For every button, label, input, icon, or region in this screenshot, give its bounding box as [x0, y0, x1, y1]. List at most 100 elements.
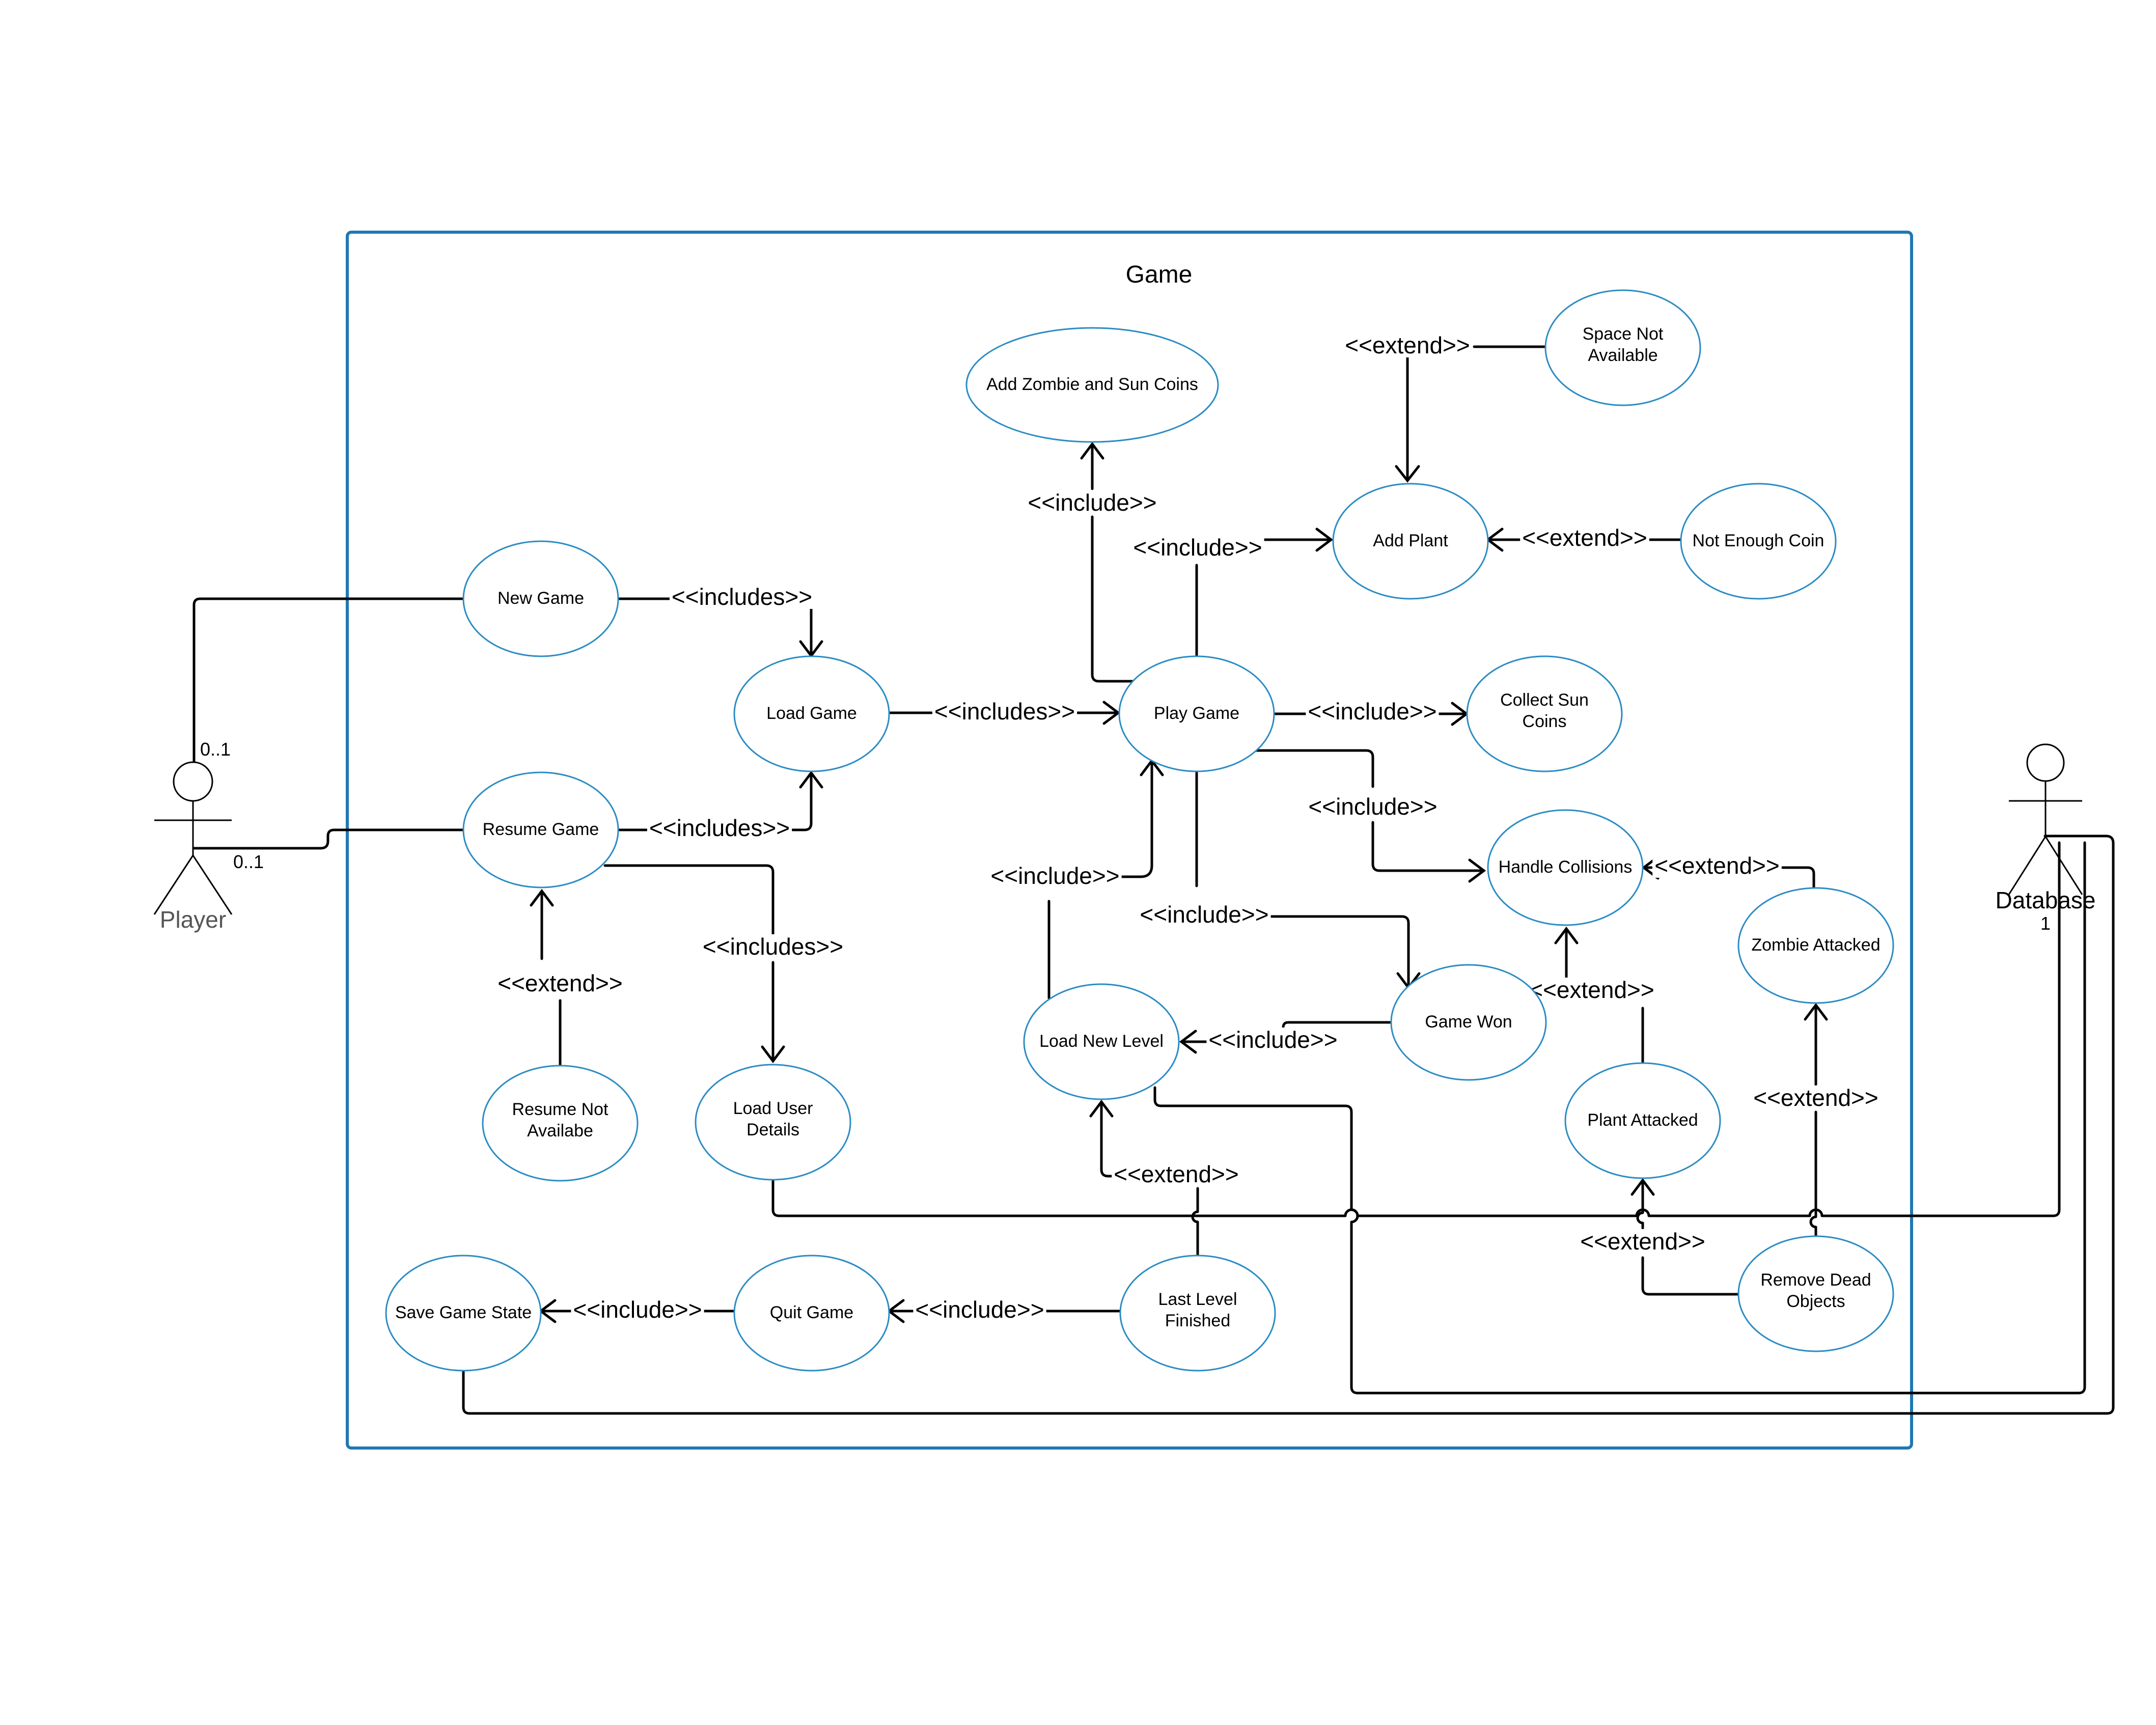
database-multiplicity: 1: [2040, 913, 2051, 934]
label-background: [571, 1297, 704, 1322]
boundary-title: Game: [1126, 261, 1193, 288]
label-include-add-plant: <<include>>: [1133, 534, 1262, 561]
use-case-not-enough-coin[interactable]: Not Enough Coin: [1680, 483, 1837, 600]
edge-play-collisions: [1254, 749, 1483, 872]
player-multiplicity-top: 0..1: [200, 739, 231, 760]
actor-database[interactable]: Database 1: [1996, 743, 2096, 934]
label-extend-zombie-collisions: <<extend>>: [1654, 852, 1780, 879]
arrowhead-load-bottom: [799, 770, 823, 789]
label-background: [913, 1297, 1046, 1322]
svg-text:Not Enough Coin: Not Enough Coin: [1693, 531, 1825, 550]
player-name: Player: [160, 906, 226, 933]
relation-labels: <<extend>> <<include>> <<include>> <<ext…: [495, 332, 1881, 1323]
actor-player[interactable]: Player 0..1 0..1: [153, 739, 264, 933]
arrowhead-zombie-bottom: [1804, 1003, 1828, 1021]
label-include-collect: <<include>>: [1308, 698, 1436, 725]
edge-level-play: [1047, 760, 1153, 999]
use-case-add-zombie-sun-coins[interactable]: Add Zombie and Sun Coins: [965, 327, 1219, 443]
label-background: [932, 699, 1077, 724]
label-background: [1026, 490, 1159, 515]
label-background: [1131, 535, 1264, 560]
svg-text:Collect Sun: Collect Sun: [1500, 690, 1589, 710]
svg-text:Finished: Finished: [1165, 1311, 1231, 1330]
svg-text:Space Not: Space Not: [1583, 324, 1664, 344]
label-background: [700, 934, 846, 959]
arrowhead-collisions-bottom: [1554, 926, 1579, 944]
svg-text:Coins: Coins: [1523, 712, 1567, 731]
database-head-icon: [2026, 743, 2065, 782]
edge-notavail-resume: [540, 891, 562, 1067]
svg-text:Game Won: Game Won: [1425, 1012, 1512, 1032]
assoc-db-save-game-state: [462, 834, 2115, 1415]
arrowhead-play-left: [1102, 701, 1121, 725]
label-background: [1527, 978, 1656, 1002]
svg-text:New Game: New Game: [497, 589, 584, 608]
use-case-resume-not-available[interactable]: Resume Not Availabe: [482, 1065, 639, 1182]
svg-text:Load Game: Load Game: [766, 704, 857, 723]
assoc-db-load-new-level: [1153, 841, 2086, 1395]
use-case-play-game[interactable]: Play Game: [1118, 655, 1275, 772]
use-case-game-won[interactable]: Game Won: [1390, 964, 1547, 1081]
use-case-load-new-level[interactable]: Load New Level: [1023, 983, 1180, 1100]
use-case-plant-attacked[interactable]: Plant Attacked: [1564, 1062, 1721, 1179]
use-case-new-game[interactable]: New Game: [462, 540, 619, 657]
label-background: [495, 971, 625, 995]
use-case-handle-collisions[interactable]: Handle Collisions: [1487, 809, 1644, 926]
arrowhead-plant-bottom: [1630, 1178, 1655, 1196]
svg-text:Save Game State: Save Game State: [395, 1303, 532, 1322]
use-case-zombie-attacked[interactable]: Zombie Attacked: [1737, 887, 1894, 1004]
svg-text:Plant Attacked: Plant Attacked: [1587, 1110, 1698, 1130]
use-case-load-game[interactable]: Load Game: [733, 655, 890, 772]
label-includes-new-load: <<includes>>: [672, 583, 812, 610]
use-case-quit-game[interactable]: Quit Game: [733, 1255, 890, 1372]
use-case-remove-dead-objects[interactable]: Remove Dead Objects: [1737, 1235, 1894, 1352]
label-includes-load-play: <<includes>>: [934, 698, 1075, 725]
svg-text:Load User: Load User: [733, 1099, 813, 1118]
edge-resume-load: [617, 772, 813, 831]
edge-resume-user: [603, 864, 775, 1062]
use-case-space-not-available[interactable]: Space Not Available: [1544, 289, 1701, 406]
arrowhead-user-top: [761, 1045, 785, 1064]
arrowhead-add-plant-top: [1395, 465, 1420, 483]
label-include-won-level: <<include>>: [1208, 1026, 1337, 1053]
connectors: [192, 345, 2115, 1415]
use-case-resume-game[interactable]: Resume Game: [462, 771, 619, 888]
assoc-player-new-game: [192, 597, 465, 763]
player-head-icon: [173, 761, 213, 802]
edge-remove-plant: [1636, 1180, 1742, 1296]
label-background: [1751, 1086, 1881, 1110]
label-background: [988, 864, 1122, 888]
label-background: [1578, 1229, 1707, 1254]
arrowhead-level-right: [1179, 1030, 1197, 1054]
svg-text:Resume Not: Resume Not: [512, 1100, 609, 1119]
label-background: [1520, 525, 1649, 550]
use-case-last-level-finished[interactable]: Last Level Finished: [1119, 1255, 1276, 1372]
label-background: [1306, 699, 1439, 724]
use-case-save-game-state[interactable]: Save Game State: [385, 1255, 542, 1372]
assoc-db-load-user-details: [771, 841, 2061, 1217]
label-extend-coin: <<extend>>: [1522, 524, 1647, 551]
label-background: [647, 816, 792, 840]
label-background: [1206, 1027, 1340, 1052]
label-background: [1112, 1162, 1241, 1186]
svg-text:Load New Level: Load New Level: [1039, 1032, 1164, 1051]
label-extend-remove-zombie: <<extend>>: [1753, 1084, 1878, 1111]
label-include-quit-save: <<include>>: [573, 1296, 702, 1323]
svg-text:Add Zombie and Sun Coins: Add Zombie and Sun Coins: [986, 375, 1198, 394]
edge-space-add-plant: [1406, 345, 1546, 480]
label-include-collisions: <<include>>: [1308, 793, 1437, 820]
use-case-add-plant[interactable]: Add Plant: [1332, 483, 1489, 600]
svg-text:Available: Available: [1588, 346, 1657, 365]
use-case-collect-sun-coins[interactable]: Collect Sun Coins: [1466, 655, 1623, 772]
label-includes-resume-load: <<includes>>: [649, 815, 790, 841]
label-background: [669, 585, 815, 609]
use-case-load-user-details[interactable]: Load User Details: [695, 1064, 851, 1181]
svg-text:Availabe: Availabe: [527, 1121, 593, 1140]
svg-text:Handle Collisions: Handle Collisions: [1499, 857, 1633, 877]
svg-text:Quit Game: Quit Game: [770, 1303, 853, 1322]
svg-text:Remove Dead: Remove Dead: [1760, 1270, 1871, 1290]
arrowhead-add-zombie: [1080, 441, 1104, 460]
label-extend-last-level: <<extend>>: [1114, 1161, 1239, 1187]
assoc-player-resume-game: [192, 828, 465, 850]
